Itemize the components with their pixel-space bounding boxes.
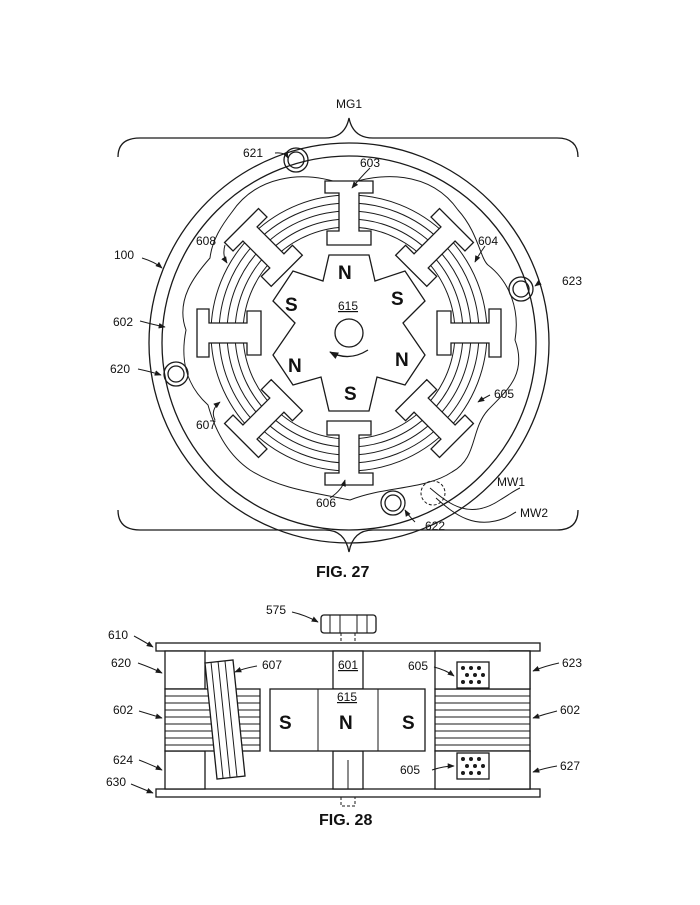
ref-605-top: 605 (408, 659, 428, 673)
coil-607 (205, 660, 245, 779)
ref-575: 575 (266, 603, 286, 617)
pole-s-upper-left: S (285, 295, 298, 316)
ref-100: 100 (114, 248, 134, 262)
fig28-diagram: S N S 575 610 620 607 601 605 623 615 60… (106, 603, 582, 829)
ref-624: 624 (113, 753, 133, 767)
ref-602: 602 (113, 315, 133, 329)
bolt-622 (381, 491, 405, 515)
ref-620: 620 (110, 362, 130, 376)
rotor-shaft (335, 319, 363, 347)
ref-623: 623 (562, 274, 582, 288)
ref-601: 601 (338, 658, 358, 672)
coil-605-top (457, 662, 489, 688)
stack-602-right (435, 689, 530, 751)
bolt-621 (284, 148, 308, 172)
ref-620: 620 (111, 656, 131, 670)
pole-n-top: N (338, 263, 352, 284)
ref-602-left: 602 (113, 703, 133, 717)
ref-607: 607 (196, 418, 216, 432)
ref-605-bottom: 605 (400, 763, 420, 777)
bolt-623 (509, 277, 533, 301)
ref-621: 621 (243, 146, 263, 160)
ref-606: 606 (316, 496, 336, 510)
mg1-brace (118, 118, 578, 157)
ref-615: 615 (337, 690, 357, 704)
coil-605-bottom (457, 753, 489, 779)
ref-607: 607 (262, 658, 282, 672)
ref-622: 622 (425, 519, 445, 533)
ref-603: 603 (360, 156, 380, 170)
fig27-diagram: MG1 615 (110, 97, 582, 581)
frame-620 (165, 651, 205, 689)
ref-602-right: 602 (560, 703, 580, 717)
knob-575 (321, 615, 376, 633)
ref-605: 605 (494, 387, 514, 401)
top-plate-610 (156, 643, 540, 651)
bolt-620 (164, 362, 188, 386)
fig28-caption: FIG. 28 (319, 812, 372, 829)
pole-s-bottom: S (344, 384, 357, 405)
ref-604: 604 (478, 234, 498, 248)
pole-n-lower-right: N (395, 350, 409, 371)
ref-mw2: MW2 (520, 506, 548, 520)
fig27-caption: FIG. 27 (316, 564, 369, 581)
ref-mw1: MW1 (497, 475, 525, 489)
ref-623: 623 (562, 656, 582, 670)
magnet-pole-center: N (339, 713, 353, 734)
ref-610: 610 (108, 628, 128, 642)
ref-627: 627 (560, 759, 580, 773)
wire-exit (421, 481, 445, 505)
magnet-pole-right: S (402, 713, 415, 734)
ref-630: 630 (106, 775, 126, 789)
ref-608: 608 (196, 234, 216, 248)
pole-s-upper-right: S (391, 289, 404, 310)
magnet-pole-left: S (279, 713, 292, 734)
pole-n-lower-left: N (288, 356, 302, 377)
frame-624 (165, 751, 205, 789)
mg1-label: MG1 (336, 97, 362, 111)
bottom-plate-630 (156, 789, 540, 797)
rotor-shaft-label: 615 (338, 299, 358, 313)
